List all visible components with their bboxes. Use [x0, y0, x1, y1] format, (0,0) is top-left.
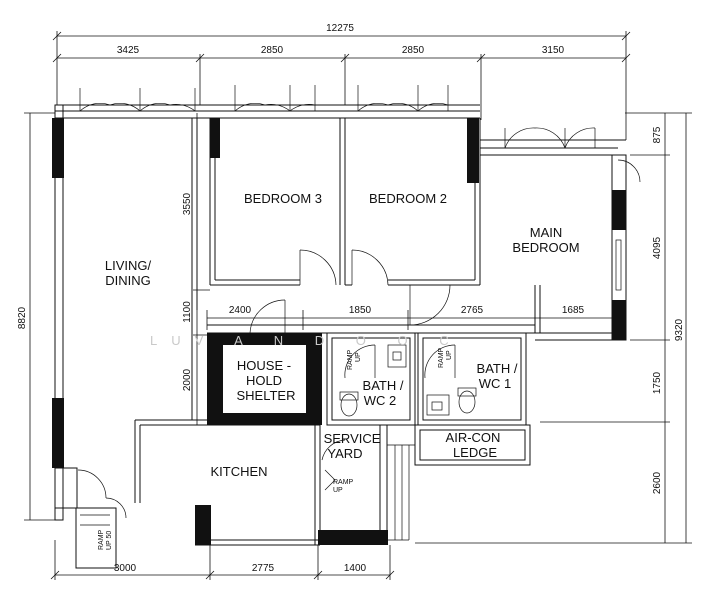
dim-bottom-1: 3000 [114, 563, 137, 574]
watermark: LUV A N D O O C [150, 333, 463, 348]
walls [52, 104, 627, 569]
main-bedroom-label-2: BEDROOM [512, 240, 579, 255]
dim-left-mid: 1100 [182, 301, 193, 323]
dim-bottom-2: 2775 [252, 563, 275, 574]
main-bedroom-label-1: MAIN [530, 225, 563, 240]
dimension-labels: 12275 3425 2850 2850 3150 2400 1850 2765… [17, 23, 685, 574]
dim-mid-3: 2765 [461, 305, 484, 316]
dim-total-width: 12275 [326, 23, 354, 34]
ramp-entrance-label: RAMP [98, 529, 105, 550]
kitchen-label: KITCHEN [210, 464, 267, 479]
dim-left-total: 8820 [17, 306, 28, 329]
bath2-label-1: BATH / [363, 378, 404, 393]
bath1-label-2: WC 1 [479, 376, 512, 391]
windows [79, 85, 641, 183]
dim-top-4: 3150 [542, 45, 565, 56]
dim-left-upper: 3550 [182, 192, 193, 215]
dim-right-total: 9320 [674, 318, 685, 341]
service-yard-label-2: YARD [327, 446, 362, 461]
ramp-markers: RAMP UP RAMP UP RAMP UP RAMP UP 50 [98, 347, 453, 550]
ramp-yard-up: UP [333, 487, 343, 494]
ramp-entrance-up: UP 50 [106, 531, 113, 550]
dim-top-3: 2850 [402, 45, 425, 56]
ramp-bath2-label: RAMP [347, 349, 354, 370]
living-label-1: LIVING/ [105, 258, 152, 273]
ramp-bath1-up: UP [446, 350, 453, 360]
dim-mid-1: 2400 [229, 305, 252, 316]
shelter-label-2: HOLD [246, 373, 282, 388]
shelter-label-3: SHELTER [237, 388, 296, 403]
aircon-ledge-label-1: AIR-CON [446, 430, 501, 445]
shelter-label-1: HOUSE - [237, 358, 291, 373]
dim-mid-2: 1850 [349, 305, 372, 316]
dim-top-2: 2850 [261, 45, 284, 56]
dim-top-1: 3425 [117, 45, 140, 56]
service-yard-label-1: SERVICE [324, 431, 381, 446]
bedroom2-label: BEDROOM 2 [369, 191, 447, 206]
aircon-ledge-label-2: LEDGE [453, 445, 497, 460]
dim-left-lower: 2000 [182, 368, 193, 391]
dim-right-3: 1750 [652, 371, 663, 394]
doors [77, 249, 456, 519]
dim-right-4: 2600 [652, 471, 663, 494]
living-label-2: DINING [105, 273, 151, 288]
bath1-label-1: BATH / [477, 361, 518, 376]
dim-mid-4: 1685 [562, 305, 585, 316]
ramp-yard-label: RAMP [333, 479, 354, 486]
bedroom3-label: BEDROOM 3 [244, 191, 322, 206]
room-labels: LIVING/ DINING BEDROOM 3 BEDROOM 2 MAIN … [105, 191, 580, 479]
ramp-bath2-up: UP [355, 352, 362, 362]
fixtures [324, 344, 477, 491]
dim-right-1: 875 [652, 126, 663, 143]
bath2-label-2: WC 2 [364, 393, 397, 408]
dim-right-2: 4095 [652, 236, 663, 259]
ramp-bath1-label: RAMP [438, 347, 445, 368]
dim-bottom-3: 1400 [344, 563, 367, 574]
dimension-lines [24, 31, 692, 580]
